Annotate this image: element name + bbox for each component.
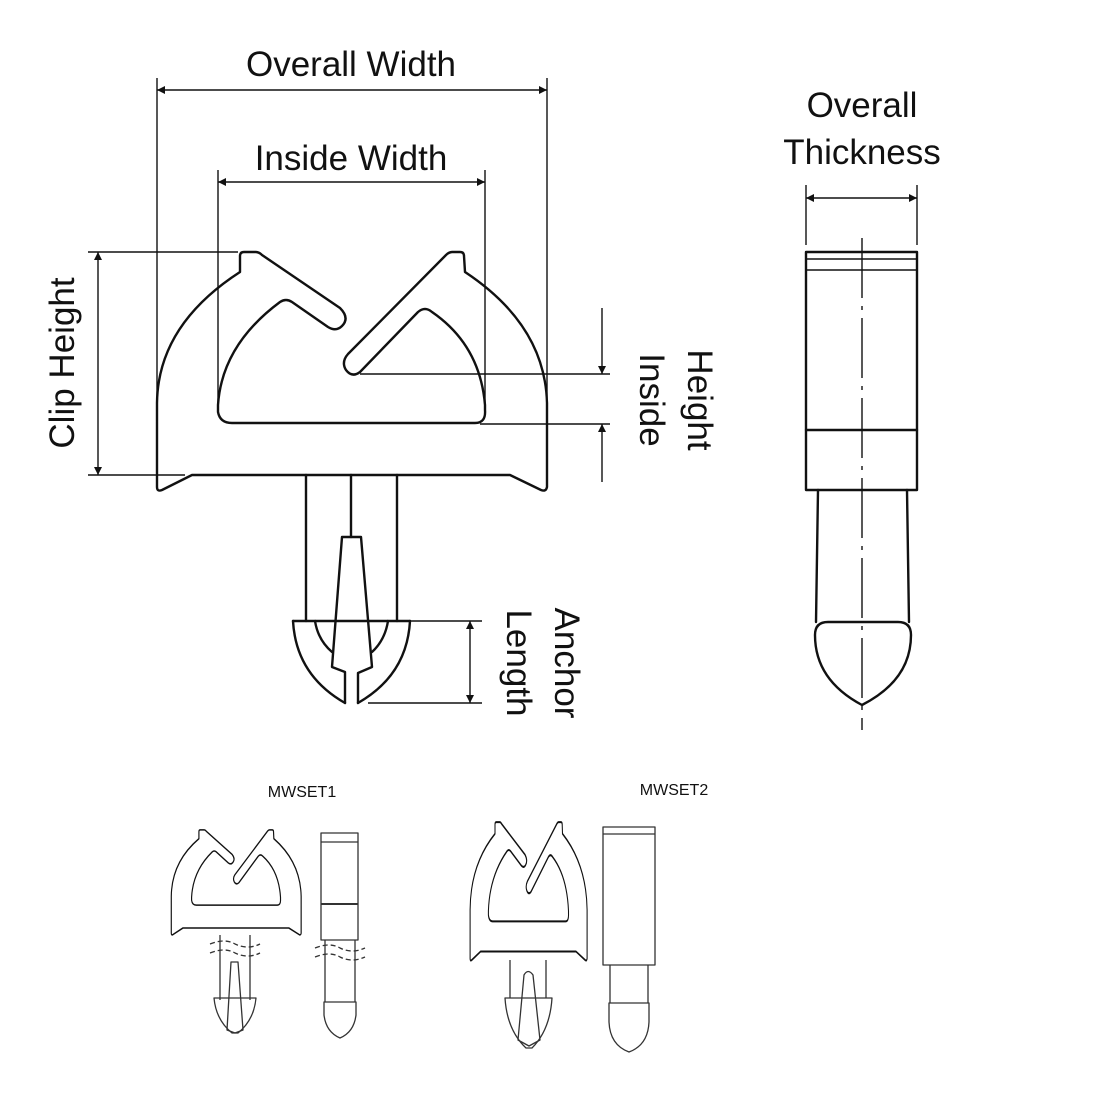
inside-height-label-line1: Inside xyxy=(632,353,671,446)
inside-width-dimension: Inside Width xyxy=(217,139,486,410)
overall-width-dimension: Overall Width xyxy=(156,45,548,403)
main-clip-front-view xyxy=(155,250,549,705)
variant-mwset2: MWSET2 xyxy=(469,782,709,1053)
variant-label-mwset1: MWSET1 xyxy=(268,784,337,801)
inside-height-dimension: Inside Height xyxy=(360,308,719,482)
overall-width-label: Overall Width xyxy=(246,45,456,84)
anchor-length-label-line2: Length xyxy=(499,609,538,716)
overall-thickness-label-line1: Overall xyxy=(807,86,918,125)
overall-thickness-label-line2: Thickness xyxy=(783,133,941,172)
clip-height-dimension: Clip Height xyxy=(43,251,238,476)
variant-mwset1: MWSET1 xyxy=(170,784,366,1039)
anchor-length-label-line1: Anchor xyxy=(547,608,586,719)
main-clip-side-view: Overall Thickness xyxy=(783,86,941,730)
variant-label-mwset2: MWSET2 xyxy=(640,782,709,799)
clip-height-label: Clip Height xyxy=(43,277,82,448)
anchor-length-dimension: Anchor Length xyxy=(368,608,586,719)
inside-width-label: Inside Width xyxy=(255,139,448,178)
inside-height-label-line2: Height xyxy=(680,349,719,450)
